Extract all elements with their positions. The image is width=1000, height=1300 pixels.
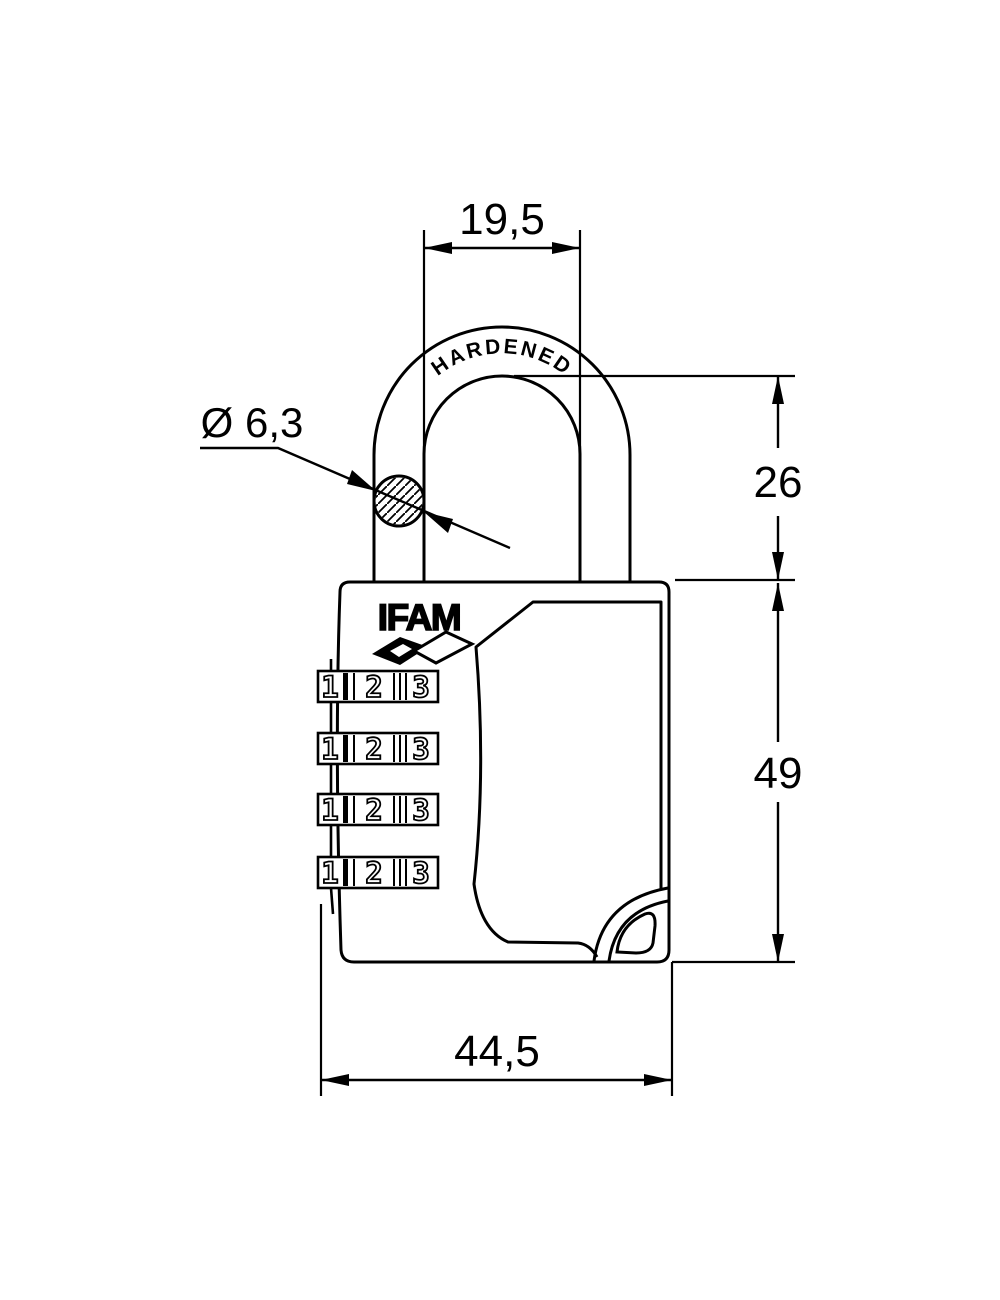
dial-divider-thick bbox=[343, 673, 348, 700]
dimension-arrowhead bbox=[321, 1074, 349, 1086]
shackle-marking-text: HARDENED bbox=[427, 335, 576, 380]
dimension-value: 44,5 bbox=[454, 1027, 540, 1076]
corner-guard-inner-arc bbox=[607, 899, 669, 962]
dial-digit: 2 bbox=[365, 732, 382, 766]
shackle-cross-section: Ø 6,3 bbox=[200, 399, 511, 550]
dimension-body-width: 44,5 bbox=[319, 904, 674, 1096]
dial-row[interactable]: 1 2 3 bbox=[316, 855, 440, 891]
brand-logo-notch bbox=[390, 644, 412, 657]
dimension-body-height: 49 bbox=[672, 583, 803, 964]
dial-digit: 3 bbox=[412, 793, 429, 827]
dial-divider-thick bbox=[343, 859, 348, 886]
dial-digit: 1 bbox=[321, 670, 338, 704]
dial-divider-thick bbox=[343, 735, 348, 762]
dial-body[interactable] bbox=[316, 792, 440, 827]
shackle-outer-outline bbox=[372, 325, 632, 584]
corner-guard-outer-arc bbox=[592, 886, 669, 962]
brand-logo: IFAM bbox=[372, 596, 476, 665]
brand-logo-right-diamond bbox=[410, 630, 476, 665]
dial-digit: 1 bbox=[321, 856, 338, 890]
shackle-inner-outline bbox=[422, 374, 582, 584]
dial-row[interactable]: 1 2 3 bbox=[316, 669, 440, 705]
dial-digit: 2 bbox=[365, 670, 382, 704]
dial-row[interactable]: 1 2 3 bbox=[316, 792, 440, 828]
dimension-arrowhead bbox=[552, 242, 580, 254]
dimension-shackle-clearance: 26 bbox=[514, 374, 803, 582]
dial-digit: 3 bbox=[412, 732, 429, 766]
dial-digit: 3 bbox=[412, 670, 429, 704]
dial-body[interactable] bbox=[316, 669, 440, 704]
combination-dials: 1 2 3 1 2 3 1 2 3 bbox=[316, 659, 440, 915]
dial-axle-segment bbox=[329, 887, 335, 915]
dimension-value: 26 bbox=[754, 458, 803, 507]
dimension-arrowhead bbox=[772, 934, 784, 962]
brand-name: IFAM bbox=[378, 597, 460, 638]
dimension-value: 49 bbox=[754, 749, 803, 798]
leader-arrowhead-left bbox=[347, 470, 376, 491]
dimension-arrowhead bbox=[772, 376, 784, 404]
leader-arrowhead-right bbox=[424, 512, 453, 533]
dimension-shackle-inner-width: 19,5 bbox=[422, 195, 582, 454]
padlock-body: IFAM bbox=[335, 580, 671, 964]
dial-row[interactable]: 1 2 3 bbox=[316, 731, 440, 767]
dimension-arrowhead bbox=[772, 552, 784, 580]
diameter-leader-line bbox=[200, 446, 511, 550]
body-face-panel bbox=[472, 600, 663, 958]
dimension-arrowhead bbox=[644, 1074, 672, 1086]
dial-digit: 3 bbox=[412, 856, 429, 890]
diameter-label: Ø 6,3 bbox=[201, 399, 304, 446]
dial-digit: 1 bbox=[321, 793, 338, 827]
dimension-arrowhead bbox=[424, 242, 452, 254]
dial-digit: 2 bbox=[365, 856, 382, 890]
dimension-arrowhead bbox=[772, 583, 784, 611]
corner-guard-teardrop bbox=[615, 911, 657, 955]
dial-divider-thick bbox=[343, 796, 348, 823]
body-outline bbox=[335, 580, 671, 964]
dial-body[interactable] bbox=[316, 731, 440, 766]
dimension-value: 19,5 bbox=[459, 195, 545, 244]
dial-digit: 2 bbox=[365, 793, 382, 827]
dial-digit: 1 bbox=[321, 732, 338, 766]
dial-body[interactable] bbox=[316, 855, 440, 890]
